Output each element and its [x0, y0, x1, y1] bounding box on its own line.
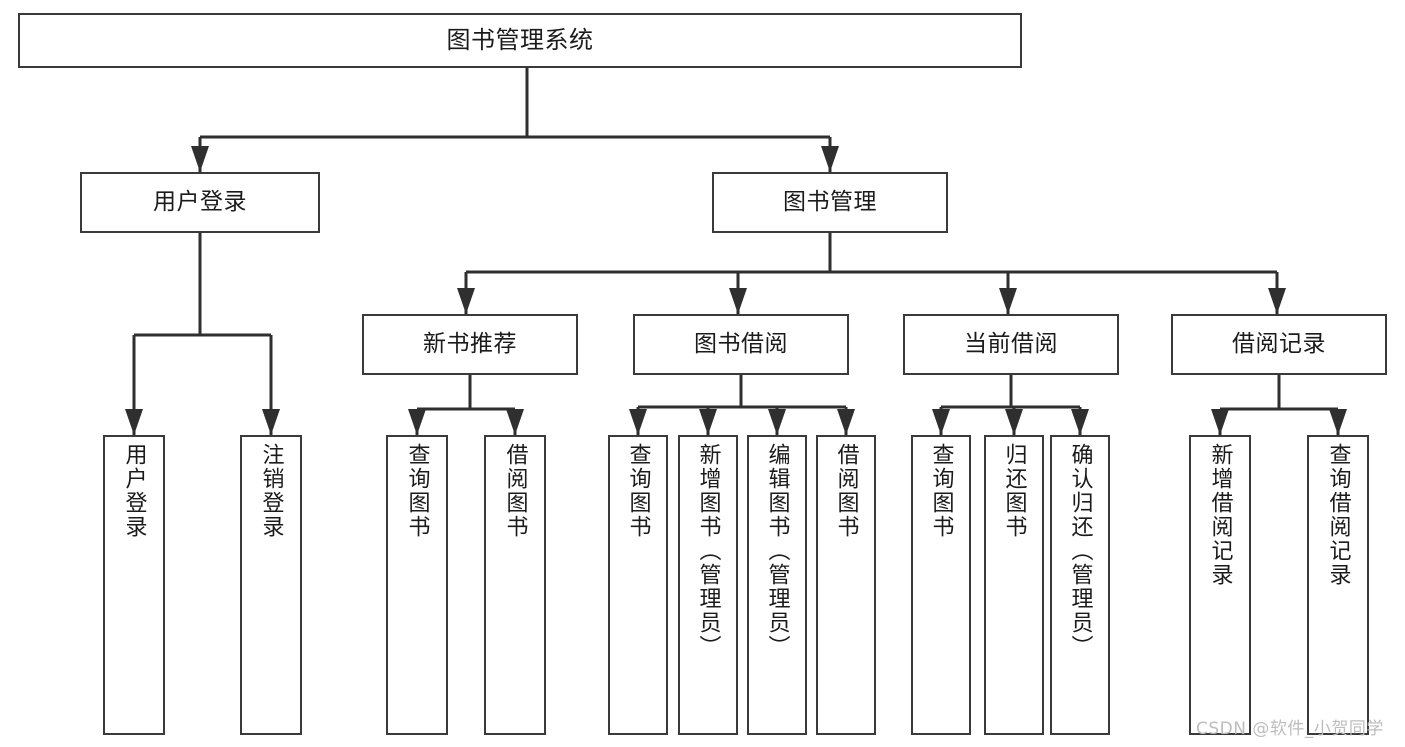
node-l3_8[interactable]: 查询图书	[911, 435, 971, 735]
node-l3_7[interactable]: 借阅图书	[816, 435, 876, 735]
node-l3_12[interactable]: 查询借阅记录	[1307, 435, 1369, 735]
node-label: 查询图书	[928, 443, 954, 539]
node-root[interactable]: 图书管理系统	[18, 13, 1022, 68]
node-l3_4[interactable]: 查询图书	[608, 435, 668, 735]
node-l1_1[interactable]: 图书管理	[712, 172, 948, 233]
node-label: 注销登录	[258, 443, 284, 539]
node-label: 当前借阅	[964, 330, 1058, 357]
node-l3_10[interactable]: 确认归还（管理员）	[1050, 435, 1110, 735]
node-label: 查询图书	[625, 443, 651, 539]
node-label: 查询借阅记录	[1325, 443, 1351, 587]
node-label: 图书管理系统	[446, 26, 594, 55]
node-l3_11[interactable]: 新增借阅记录	[1189, 435, 1251, 735]
node-l3_2[interactable]: 查询图书	[386, 435, 448, 735]
node-l3_1[interactable]: 注销登录	[240, 435, 302, 735]
node-l2_3[interactable]: 借阅记录	[1171, 314, 1387, 375]
node-label: 新增图书（管理员）	[695, 443, 721, 659]
node-l2_1[interactable]: 图书借阅	[633, 314, 849, 375]
node-label: 图书管理	[783, 188, 877, 215]
node-label: 查询图书	[404, 443, 430, 539]
node-l3_6[interactable]: 编辑图书（管理员）	[747, 435, 807, 735]
node-label: 借阅图书	[502, 443, 528, 539]
node-label: 借阅记录	[1232, 330, 1326, 357]
node-label: 借阅图书	[833, 443, 859, 539]
node-label: 用户登录	[121, 443, 147, 539]
node-label: 确认归还（管理员）	[1067, 443, 1093, 659]
node-label: 归还图书	[1001, 443, 1027, 539]
node-l2_2[interactable]: 当前借阅	[903, 314, 1119, 375]
node-l3_0[interactable]: 用户登录	[103, 435, 165, 735]
node-l3_5[interactable]: 新增图书（管理员）	[678, 435, 738, 735]
node-label: 新书推荐	[423, 330, 517, 357]
node-label: 编辑图书（管理员）	[764, 443, 790, 659]
node-l1_0[interactable]: 用户登录	[80, 172, 320, 233]
node-l2_0[interactable]: 新书推荐	[362, 314, 578, 375]
node-l3_9[interactable]: 归还图书	[984, 435, 1044, 735]
node-label: 用户登录	[153, 188, 247, 215]
node-l3_3[interactable]: 借阅图书	[484, 435, 546, 735]
node-label: 图书借阅	[694, 330, 788, 357]
node-label: 新增借阅记录	[1207, 443, 1233, 587]
